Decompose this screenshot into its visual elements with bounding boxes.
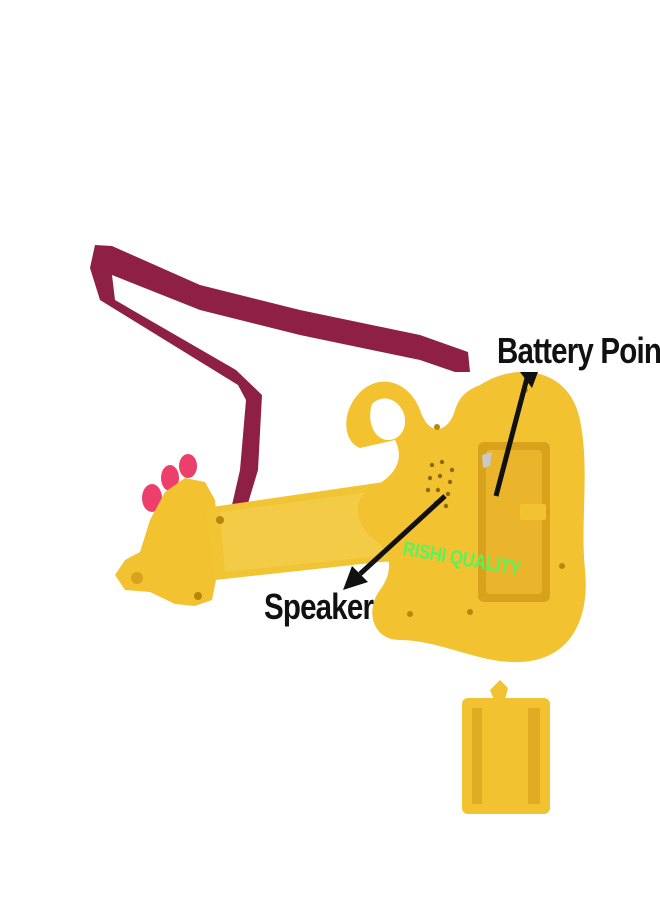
battery-arrow xyxy=(493,372,538,497)
battery-cover xyxy=(462,680,550,814)
battery-point-label: Battery Point xyxy=(497,330,660,371)
speaker-label: Speaker xyxy=(264,586,374,627)
tuning-knobs xyxy=(142,454,197,512)
guitar-strap xyxy=(90,245,470,510)
guitar-headstock xyxy=(115,478,220,606)
speaker-arrow xyxy=(343,494,447,590)
